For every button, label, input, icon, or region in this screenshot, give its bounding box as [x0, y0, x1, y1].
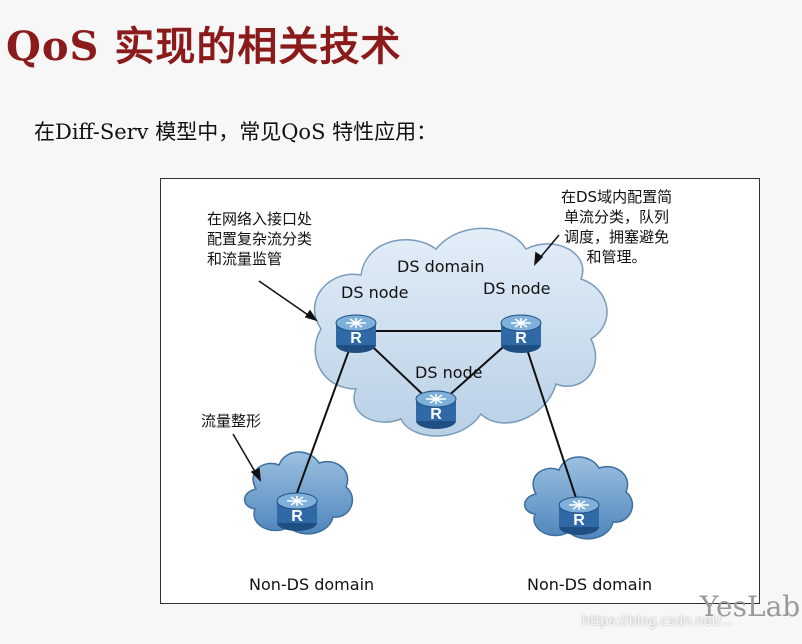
router-icon-non-ds-right: [558, 496, 600, 536]
page-subtitle: 在Diff-Serv 模型中，常见QoS 特性应用：: [34, 120, 438, 144]
router-icon-non-ds-left: [276, 492, 318, 532]
ds-node-left-label: DS node: [341, 283, 409, 302]
router-icon-ds-node-left: [335, 314, 377, 354]
yeslab-logo: YesLab: [700, 590, 801, 623]
router-icon-ds-node-right: [500, 314, 542, 354]
non-ds-right-label: Non-DS domain: [527, 575, 653, 594]
ds-domain-label: DS domain: [397, 257, 485, 276]
annotation-shaping: 流量整形: [201, 412, 262, 430]
annotation-ds-domain: 在DS域内配置简 单流分类，队列 调度，拥塞避免 和管理。: [561, 188, 673, 266]
annotation-arrows: [232, 234, 560, 482]
diffserv-diagram: R 在网络入接口处: [160, 178, 760, 604]
router-icon-ds-node-middle: [415, 390, 457, 430]
diagram-graphics: R: [232, 227, 634, 540]
ds-domain-cloud: [313, 227, 608, 437]
ds-node-middle-label: DS node: [415, 363, 483, 382]
ds-node-right-label: DS node: [483, 279, 551, 298]
page-title: QoS 实现的相关技术: [6, 23, 402, 70]
watermark-url: https://blog.csdn.net/...: [582, 614, 734, 629]
non-ds-left-label: Non-DS domain: [249, 575, 375, 594]
annotation-ingress: 在网络入接口处 配置复杂流分类 和流量监管: [207, 210, 313, 268]
